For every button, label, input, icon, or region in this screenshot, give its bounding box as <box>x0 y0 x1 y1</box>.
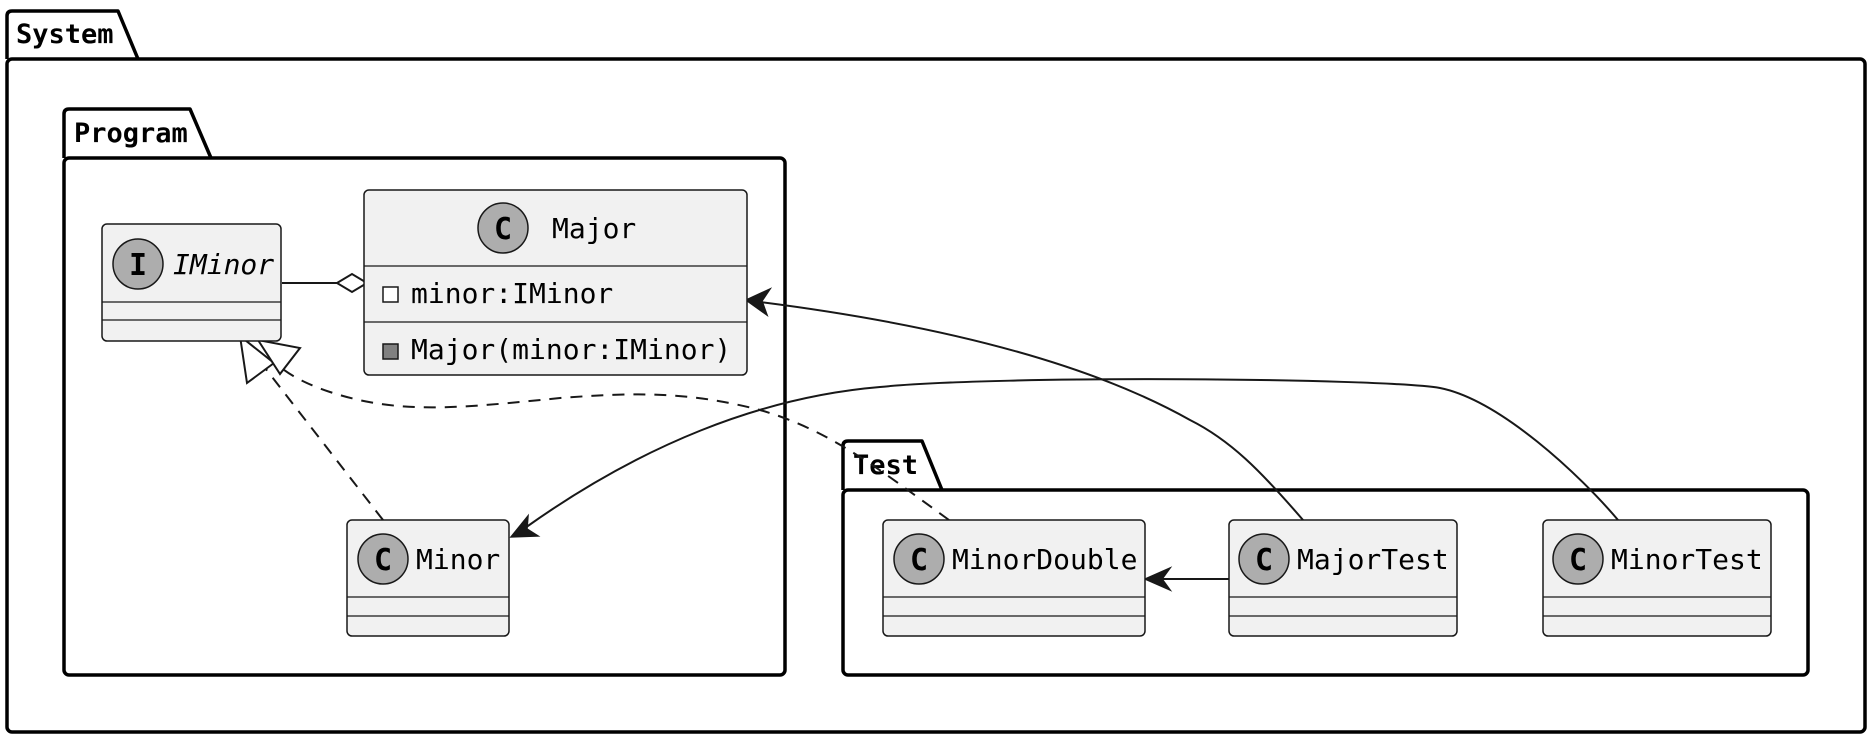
relationships <box>238 272 1619 592</box>
realization-arrowhead-minordouble <box>255 338 302 376</box>
private-method-icon <box>382 343 399 360</box>
class-iminor-name: IMinor <box>173 248 274 281</box>
association-arrowhead-minordouble <box>1143 566 1173 592</box>
class-majortest-name: MajorTest <box>1297 543 1449 576</box>
realization-line-minor-iminor <box>254 354 384 521</box>
class-minortest-stereotype: C <box>1569 543 1587 578</box>
association-line-minortest-minor <box>524 378 1619 529</box>
package-system-title: System <box>16 19 114 50</box>
association-arrowhead-minor <box>509 513 541 538</box>
class-minor[interactable]: C Minor <box>346 519 510 637</box>
class-minordouble-name: MinorDouble <box>952 543 1137 576</box>
class-iminor-stereotype: I <box>129 248 147 283</box>
class-minortest[interactable]: C MinorTest <box>1542 519 1772 637</box>
class-major[interactable]: C Major minor:IMinor Major(minor:IMinor) <box>363 189 748 376</box>
association-arrowhead-major <box>744 287 773 318</box>
class-major-name: Major <box>552 212 636 245</box>
interface-stereotype-icon <box>112 238 164 290</box>
class-stereotype-icon <box>477 202 529 254</box>
class-stereotype-icon <box>1238 533 1290 585</box>
class-majortest-stereotype: C <box>1255 543 1273 578</box>
class-stereotype-icon <box>1552 533 1604 585</box>
class-iminor[interactable]: I IMinor <box>101 223 282 342</box>
class-minor-stereotype: C <box>374 543 392 578</box>
realization-arrowhead-minor <box>238 333 276 385</box>
class-stereotype-icon <box>357 533 409 585</box>
class-major-method: Major(minor:IMinor) <box>411 333 731 366</box>
class-majortest[interactable]: C MajorTest <box>1228 519 1458 637</box>
class-minortest-name: MinorTest <box>1611 543 1763 576</box>
package-test-title: Test <box>853 450 918 481</box>
realization-line-minordouble-iminor <box>271 359 950 521</box>
class-major-stereotype: C <box>494 212 512 247</box>
class-minordouble[interactable]: C MinorDouble <box>882 519 1146 637</box>
private-field-icon <box>382 286 399 303</box>
class-stereotype-icon <box>893 533 945 585</box>
class-minor-name: Minor <box>416 543 500 576</box>
class-minordouble-stereotype: C <box>910 543 928 578</box>
package-program-title: Program <box>74 118 188 149</box>
association-line-majortest-major <box>759 301 1304 521</box>
class-major-field: minor:IMinor <box>411 277 613 310</box>
